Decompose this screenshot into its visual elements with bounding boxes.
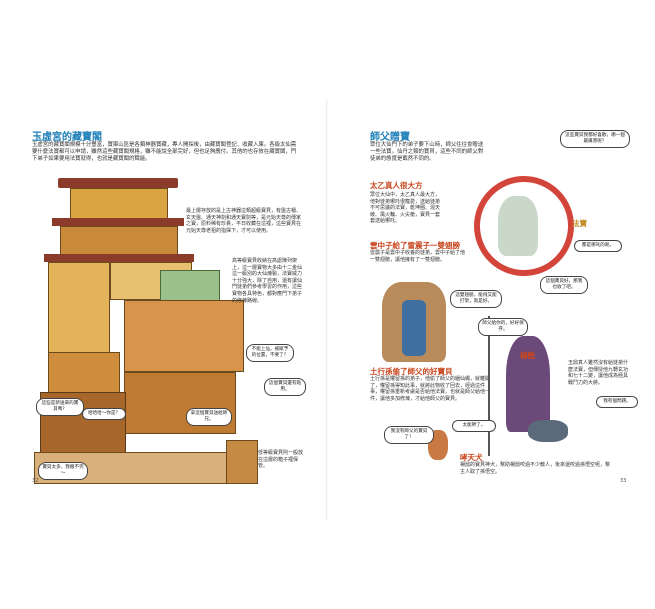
yangjian-description: 玉鼎真人雖然沒有給徒弟什麼法寶，但傳授他九轉玄功和七十二變，讓他成為極具戰鬥力的… (568, 360, 629, 386)
speech-bubble: 這雙翅膀，能飛又能打架，就是好。 (450, 290, 502, 308)
speech-bubble: 太能幹了。 (452, 420, 496, 432)
page-number: 33 (620, 478, 627, 484)
speech-bubble: 寶貝太多，我搬不完～ (38, 462, 88, 480)
speech-bubble: 都是哪吒的呢。 (574, 240, 622, 252)
speech-bubble: 哈哈哈～你是？ (82, 408, 126, 420)
book-gutter (326, 100, 328, 520)
xiaotianquan-description: 楊戩的寶貝神犬，幫助楊戩咬過不少敵人，後來還咬過孫悟空呢，幫主人取了孫悟空。 (460, 462, 611, 475)
left-page: 玉虛宮的藏寶閣 玉虛宮的藏寶閣規模十分豐富，寶庫山區是各類神器寶藏，專人開採後，… (0, 0, 327, 609)
page-number: 32 (32, 478, 39, 484)
right-intro-text: 眾位大仙門下的弟子要下山時，師父往往會贈送一些法寶。仙丹之類的寶貝，這些不同的師… (370, 142, 484, 163)
xiaotianquan-label: 哮天犬 (460, 453, 483, 462)
section-title-tuxingsun: 土行孫偷了師父的好寶貝 (370, 367, 453, 376)
section-title-taiyi: 太乙真人很大方 (370, 181, 423, 190)
speech-bubble: 我有個問題。 (596, 396, 638, 408)
xiaotianquan-dog-icon (528, 420, 568, 442)
spear-icon (488, 316, 490, 456)
speech-bubble: 這些寶貝我都好喜歡，哪一個最厲害呢？ (560, 130, 630, 148)
high-shelf-description: 高等級寶貝收納在高處陳列架上，這一層寶物大多由十二金仙這一級別的大仙煉製，法寶威… (232, 258, 303, 304)
section-title-leizhenzi: 雲中子給了雷震子一雙翅膀 (370, 241, 460, 250)
leizhenzi-figure-icon (402, 300, 426, 356)
right-page-title: 師父贈寶 (370, 132, 410, 143)
speech-bubble: 這些是新送來的寶貝嗎？ (36, 398, 84, 416)
speech-bubble: 我沒有師父的寶貝了！ (384, 426, 434, 444)
section-body-tuxingsun: 土行孫是懼留孫的弟子，他偷了師父的綑仙繩，就離開了，懼留孫得知此事，就將此物收了… (370, 376, 491, 402)
top-shelf-description: 最上層存放的是上古神器這類超級寶貝，有盤古幡、玄天盤、通天神劍和通天寶劍等，是元… (186, 208, 302, 234)
left-intro-text: 玉虛宮的藏寶閣規模十分豐富，寶庫山區是各類神器寶藏，專人開採後，由藏寶閣登記、收… (32, 142, 297, 163)
left-page-title: 玉虛宮的藏寶閣 (32, 132, 102, 143)
fabao-label: 法寶 (572, 219, 587, 228)
qiankun-ring-icon (474, 176, 574, 276)
low-shelf-description: 低等級寶貝則一般放在這層的箱子裡保管。 (258, 450, 304, 470)
nezha-figure-icon (498, 196, 538, 256)
speech-bubble: 這個寶貝好，那我也收了吧。 (540, 276, 588, 294)
speech-bubble: 不能上仙，被賦予的位置，不要了？ (246, 344, 294, 362)
yangjian-figure-icon (506, 336, 550, 432)
speech-bubble: 這個寶貝還有點用。 (264, 378, 306, 396)
right-page: 師父贈寶 眾位大仙門下的弟子要下山時，師父往往會贈送一些法寶。仙丹之類的寶貝，這… (328, 0, 655, 609)
section-body-leizhenzi: 雷震子是雲中子收養的徒弟，雲中子給了他一雙翅膀，讓他擁有了一雙翅膀。 (370, 250, 466, 263)
speech-bubble: 拿這個寶貝送給師兄。 (186, 408, 232, 426)
section-body-taiyi: 眾位大仙中，太乙真人最大方，他對徒弟哪吒很寵愛，送給徒弟不可思議的法寶，乾坤圈、… (370, 192, 441, 225)
yangjian-label: 楊戩 (520, 351, 535, 360)
speech-bubble: 師父給你的，好好保存。 (478, 318, 528, 336)
